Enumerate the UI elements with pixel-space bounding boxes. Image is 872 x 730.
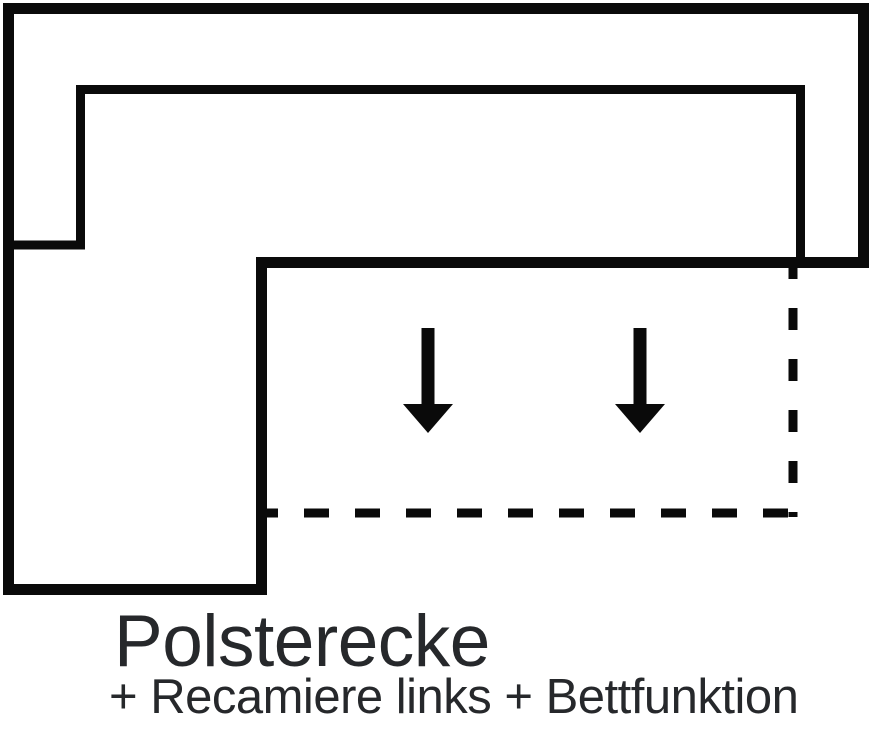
down-arrow-shaft — [421, 328, 435, 406]
down-arrow-icon — [615, 328, 665, 433]
down-arrow-shaft — [633, 328, 647, 406]
backrest-inner-line — [3, 85, 805, 268]
product-title: Polsterecke — [114, 601, 490, 682]
sofa-outline — [3, 3, 869, 595]
down-arrow-head — [403, 404, 453, 433]
product-subtitle: + Recamiere links + Bettfunktion — [109, 670, 799, 724]
down-arrow-icon — [403, 328, 453, 433]
down-arrow-head — [615, 404, 665, 433]
